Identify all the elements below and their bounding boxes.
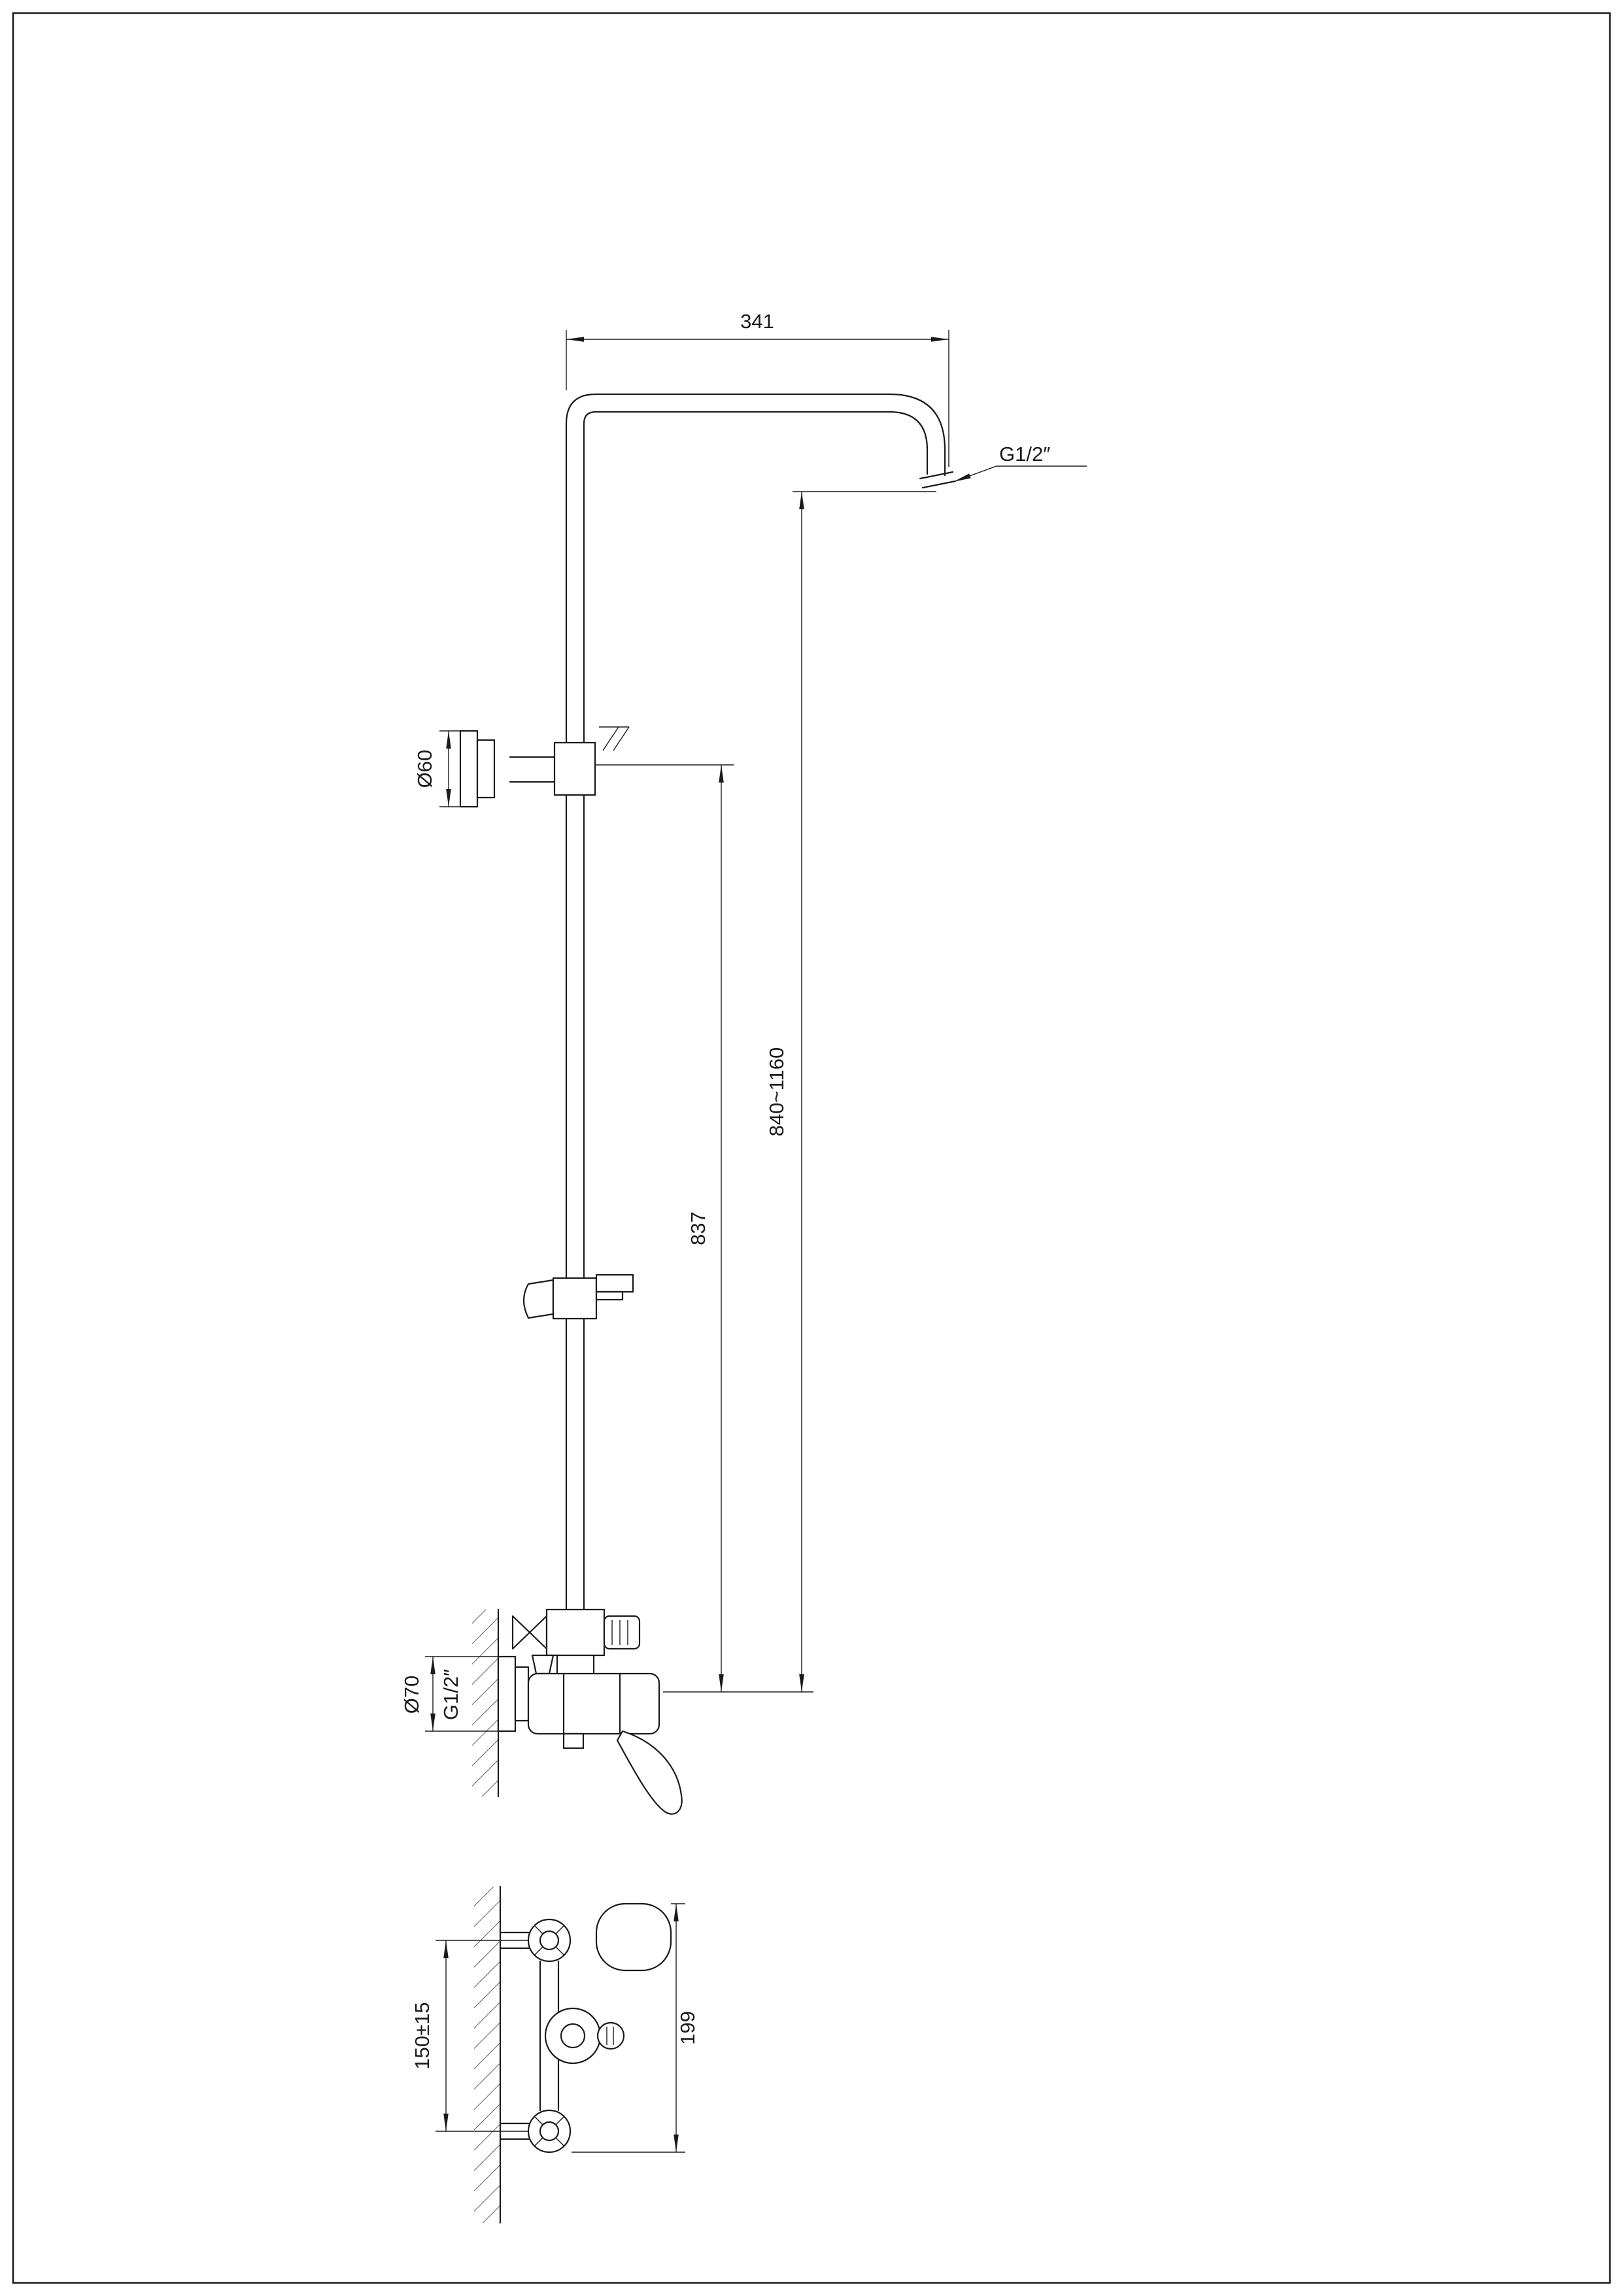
slider-bracket: [459, 726, 630, 808]
dim-text-riser-height: 837: [687, 1211, 709, 1245]
diverter-knob: [603, 1615, 641, 1650]
mixer-body: [527, 1672, 660, 1749]
mixer-lever: [616, 1730, 683, 1815]
holder-collar: [552, 1277, 598, 1320]
mixer-tee: [545, 1608, 606, 1657]
wall-section-front: [472, 1608, 500, 1798]
dim-text-body-length: 199: [676, 2011, 699, 2045]
arm-tip-thread: [919, 471, 957, 489]
wall-flange: [497, 1655, 517, 1732]
mount-symbol: [599, 726, 630, 751]
wall-knob-body: [476, 739, 496, 799]
dim-text-overall-height: 840~1160: [765, 1047, 788, 1137]
inlet-union-bottom: [499, 2109, 572, 2153]
label-inlet-thread: G1/2″: [439, 1669, 462, 1720]
dim-riser-height: 837: [595, 764, 734, 1692]
dim-text-slider-diameter: Ø60: [413, 750, 436, 788]
dim-text-inlet-spacing: 150±15: [411, 2002, 434, 2069]
holder-plate-step: [595, 1291, 624, 1301]
body-outlet: [562, 1732, 585, 1749]
inlet-union-top: [499, 1918, 572, 1963]
dim-overall-height: 840~1160: [663, 491, 936, 1693]
sheet-border: [12, 12, 1611, 2284]
body-top-view: [544, 2007, 625, 2065]
riser-and-shower-arm: [565, 393, 957, 1611]
pipe-outline-inner: [583, 411, 929, 1611]
wall-knob-face: [459, 730, 479, 808]
label-arm-thread: G1/2″: [999, 443, 1050, 465]
dim-arm-length: 341: [566, 310, 949, 467]
pipe-outline-outer: [565, 393, 946, 1611]
slider-collar: [553, 741, 596, 796]
dim-text-flange-diameter: Ø70: [400, 1676, 423, 1714]
diverter-knob-top-view: [596, 2021, 625, 2050]
dim-slider-diameter: Ø60: [413, 730, 460, 807]
leader-arm-thread: G1/2″: [953, 443, 1087, 482]
holder-cradle: [522, 1279, 555, 1319]
wall-flange-neck: [514, 1666, 530, 1722]
dim-inlet-spacing: 150±15: [411, 1940, 528, 2132]
dim-text-arm-length: 341: [740, 310, 774, 333]
dim-flange-diameter: Ø70 G1/2″: [400, 1656, 498, 1732]
wall-hatch-front: [472, 1610, 498, 1797]
plan-view: [474, 1885, 672, 2224]
mixer-front-view: [497, 1608, 683, 1815]
holder-plate: [595, 1274, 634, 1293]
handset-holder: [522, 1274, 634, 1320]
wall-hatch-plan: [474, 1887, 500, 2223]
hose-outlet: [531, 1654, 555, 1675]
dim-body-length: 199: [572, 1903, 699, 2153]
cross-handle: [511, 1615, 548, 1650]
handle-top-view: [595, 1902, 672, 1972]
